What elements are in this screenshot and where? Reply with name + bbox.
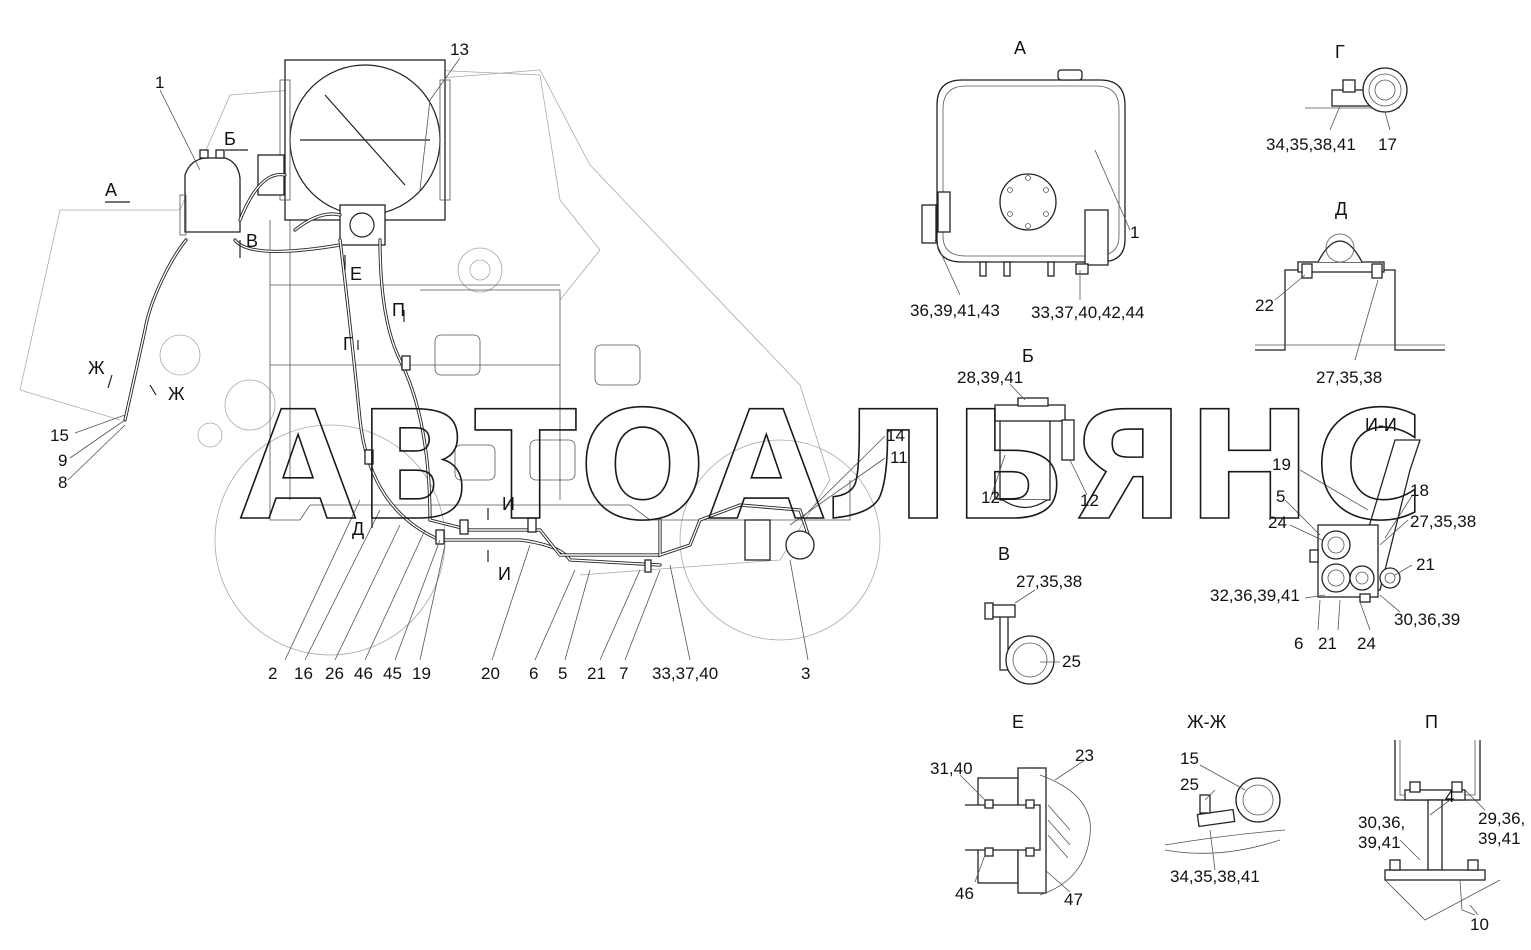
label-1: 1 — [155, 73, 164, 92]
view-p-label-right-1: 29,36, — [1478, 809, 1525, 828]
label-7: 7 — [619, 664, 628, 683]
label-21: 21 — [587, 664, 606, 683]
view-ii-label-32-36-39-41: 32,36,39,41 — [1210, 586, 1300, 605]
view-zh-zh: Ж-Ж 15 25 34,35,38,41 — [1164, 712, 1286, 886]
label-14: 14 — [886, 426, 905, 445]
marker-i-bottom: И — [498, 564, 511, 584]
marker-i-top: И — [502, 494, 515, 514]
view-p-label-left-1: 30,36, — [1358, 813, 1405, 832]
view-e-label-23: 23 — [1075, 746, 1094, 765]
marker-b: Б — [224, 129, 236, 149]
label-9: 9 — [58, 451, 67, 470]
view-g-label-17: 17 — [1378, 135, 1397, 154]
view-p-title: П — [1425, 712, 1438, 732]
label-5: 5 — [558, 664, 567, 683]
view-e: Е 31,40 23 46 47 — [930, 712, 1094, 909]
label-13: 13 — [450, 40, 469, 59]
view-e-label-47: 47 — [1064, 890, 1083, 909]
view-d-label-22: 22 — [1255, 296, 1274, 315]
view-ii-label-5: 5 — [1276, 487, 1285, 506]
label-3: 3 — [801, 664, 810, 683]
view-ii-title: И-И — [1365, 415, 1397, 435]
marker-zh-left: Ж — [88, 358, 105, 378]
view-p-label-left-2: 39,41 — [1358, 833, 1401, 852]
view-ii-label-30-36-39: 30,36,39 — [1394, 610, 1460, 629]
view-zhzh-label-25: 25 — [1180, 775, 1199, 794]
label-16: 16 — [294, 664, 313, 683]
view-ii-label-21-bottom: 21 — [1318, 634, 1337, 653]
view-b-label-12-right: 12 — [1080, 491, 1099, 510]
view-v-label-25: 25 — [1062, 652, 1081, 671]
view-a: А 1 36,39,41,43 33,37,40,42,44 — [910, 38, 1144, 322]
label-6: 6 — [529, 664, 538, 683]
view-a-label-left: 36,39,41,43 — [910, 301, 1000, 320]
view-p: П 4 30,36, 39,41 29,36, 39,41 10 — [1358, 712, 1525, 934]
view-d-label-bottom: 27,35,38 — [1316, 368, 1382, 387]
marker-zh-right: Ж — [168, 384, 185, 404]
view-i-i: И-И 19 18 5 27,35,38 24 32,36,39,41 21 3… — [1210, 415, 1476, 653]
view-ii-label-24-top: 24 — [1268, 513, 1287, 532]
view-zhzh-label-bottom: 34,35,38,41 — [1170, 867, 1260, 886]
view-v: В 27,35,38 25 — [984, 544, 1082, 685]
label-26: 26 — [325, 664, 344, 683]
marker-v: В — [246, 231, 258, 251]
view-ii-label-18: 18 — [1410, 481, 1429, 500]
view-a-title: А — [1014, 38, 1026, 58]
view-ii-label-27-35-38: 27,35,38 — [1410, 512, 1476, 531]
view-g-title: Г — [1335, 42, 1345, 62]
view-p-label-right-2: 39,41 — [1478, 829, 1521, 848]
label-45: 45 — [383, 664, 402, 683]
view-b-title: Б — [1022, 346, 1034, 366]
view-ii-label-6: 6 — [1294, 634, 1303, 653]
watermark: АВТОАЛЬЯНС — [240, 380, 1426, 554]
view-b: Б 28,39,41 12 12 — [957, 346, 1099, 510]
view-a-label-right: 33,37,40,42,44 — [1031, 303, 1144, 322]
main-view: А Б В Г Д Е Ж Ж И И П 1 13 15 9 8 14 11 … — [19, 40, 908, 683]
view-e-label-46: 46 — [955, 884, 974, 903]
view-e-title: Е — [1012, 712, 1024, 732]
view-zhzh-title: Ж-Ж — [1187, 712, 1227, 732]
view-v-title: В — [998, 544, 1010, 564]
view-p-label-4: 4 — [1445, 787, 1454, 806]
marker-d: Д — [352, 519, 364, 539]
view-g: Г 34,35,38,41 17 — [1266, 42, 1408, 154]
view-p-label-10: 10 — [1470, 915, 1489, 934]
view-b-label-top: 28,39,41 — [957, 368, 1023, 387]
label-33-37-40: 33,37,40 — [652, 664, 718, 683]
label-15: 15 — [50, 426, 69, 445]
label-19: 19 — [412, 664, 431, 683]
label-46: 46 — [354, 664, 373, 683]
view-g-label-left: 34,35,38,41 — [1266, 135, 1356, 154]
marker-p: П — [392, 300, 405, 320]
marker-a: А — [105, 180, 117, 200]
view-e-label-31-40: 31,40 — [930, 759, 973, 778]
view-ii-label-19: 19 — [1272, 455, 1291, 474]
view-b-label-12-left: 12 — [981, 488, 1000, 507]
view-zhzh-label-15: 15 — [1180, 749, 1199, 768]
label-8: 8 — [58, 473, 67, 492]
view-d-title: Д — [1335, 199, 1347, 219]
view-a-label-1: 1 — [1130, 223, 1139, 242]
view-v-label-top: 27,35,38 — [1016, 572, 1082, 591]
view-ii-label-24-bottom: 24 — [1357, 634, 1376, 653]
label-20: 20 — [481, 664, 500, 683]
marker-g: Г — [343, 334, 353, 354]
label-11: 11 — [890, 448, 908, 467]
view-ii-label-21-right: 21 — [1416, 555, 1435, 574]
marker-e: Е — [350, 264, 362, 284]
view-d: Д 22 27,35,38 — [1255, 199, 1445, 387]
label-2: 2 — [268, 664, 277, 683]
